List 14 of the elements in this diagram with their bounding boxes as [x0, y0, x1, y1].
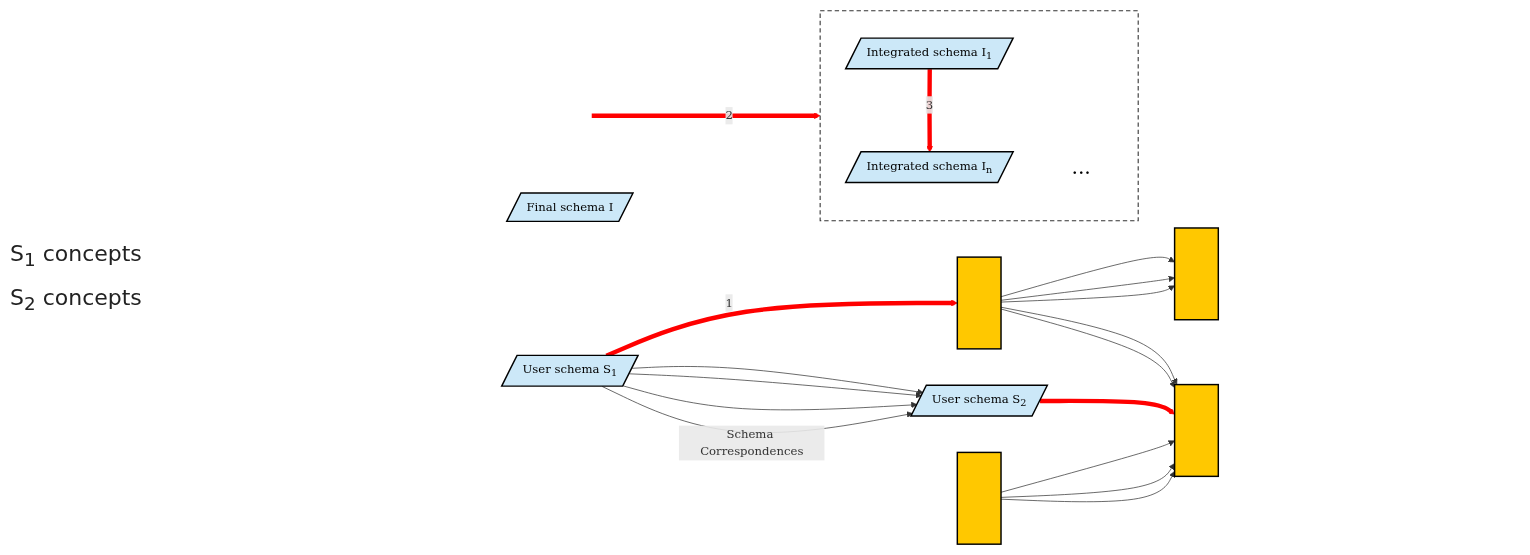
node-bar — [956, 256, 1002, 350]
edge-label: 3 — [925, 97, 934, 112]
node-bar — [1173, 383, 1220, 478]
arrow — [591, 112, 821, 119]
node-bar — [1173, 227, 1220, 321]
edge-label: 1 — [725, 295, 733, 310]
cluster — [819, 10, 1139, 222]
edge-label: 2 — [725, 108, 733, 123]
concepts-label: S$_{2}$ concepts — [10, 284, 143, 314]
edge-label: Schema Correspondences — [700, 427, 804, 459]
node-bar — [956, 451, 1002, 545]
concepts-label: S$_{1}$ concepts — [10, 241, 143, 271]
arrow — [1040, 398, 1175, 415]
node-text: ... — [1071, 154, 1091, 179]
